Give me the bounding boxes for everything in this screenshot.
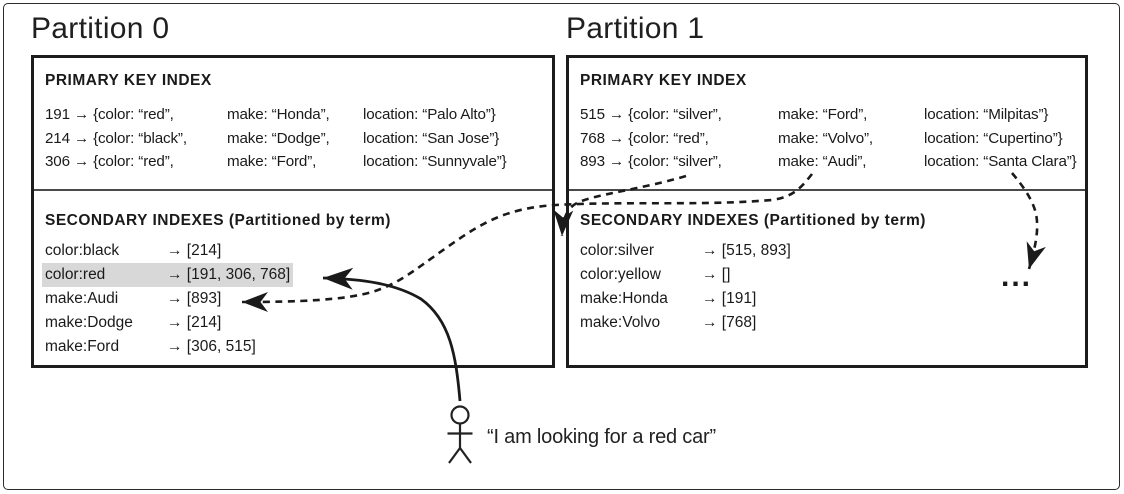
term-postings: → [515, 893]	[702, 242, 791, 259]
highlighted-term-row: color:red → [191, 306, 768]	[45, 263, 544, 287]
term-label: color:silver	[580, 242, 655, 259]
term-label: color:yellow	[580, 266, 661, 283]
row-key: 306 → {color: “red”,	[45, 153, 174, 170]
term-postings: → [214]	[167, 314, 222, 331]
row-key: 515 → {color: “silver”,	[580, 106, 722, 123]
term-row: make:Audi → [893]	[45, 287, 544, 311]
partition-0-box: PRIMARY KEY INDEX 191 → {color: “red”, ma…	[31, 55, 555, 368]
secondary-index-heading: SECONDARY INDEXES (Partitioned by term)	[45, 212, 391, 229]
row-make: make: “Ford”,	[227, 153, 317, 170]
row-location: location: “San Jose”}	[363, 129, 500, 147]
term-postings: → [893]	[167, 290, 222, 307]
row-location: location: “Sunnyvale”}	[363, 153, 507, 170]
term-postings: → [191, 306, 768]	[167, 266, 291, 283]
query-quote: “I am looking for a red car”	[487, 426, 716, 448]
primary-row: 893 → {color: “silver”, make: “Audi”, loca…	[580, 150, 1077, 174]
row-location: location: “Milpitas”}	[924, 106, 1049, 123]
term-postings: → [191]	[702, 290, 757, 307]
term-label: make:Volvo	[580, 314, 661, 331]
partition-0-secondary-index-section: SECONDARY INDEXES (Partitioned by term) …	[34, 191, 552, 359]
secondary-index-heading: SECONDARY INDEXES (Partitioned by term)	[580, 212, 926, 229]
term-row: make:Volvo → [768]	[580, 311, 1077, 335]
other-partitions-ellipsis: ...	[1001, 260, 1033, 293]
primary-row: 768 → {color: “red”, make: “Volvo”, locati…	[580, 127, 1077, 151]
row-key: 893 → {color: “silver”,	[580, 153, 722, 170]
term-postings: → [214]	[167, 242, 222, 259]
partition-0-primary-index-section: PRIMARY KEY INDEX 191 → {color: “red”, ma…	[34, 58, 552, 191]
partition-1-box: PRIMARY KEY INDEX 515 → {color: “silver”…	[566, 55, 1088, 368]
primary-index-heading: PRIMARY KEY INDEX	[580, 72, 747, 89]
row-make: make: “Honda”,	[227, 106, 330, 123]
row-key: 768 → {color: “red”,	[580, 129, 709, 147]
row-location: location: “Palo Alto”}	[363, 106, 496, 123]
row-make: make: “Dodge”,	[227, 129, 330, 147]
primary-row: 306 → {color: “red”, make: “Ford”, locatio…	[45, 150, 544, 174]
row-key: 191 → {color: “red”,	[45, 106, 174, 123]
row-make: make: “Audi”,	[778, 153, 867, 170]
partition-1-title: Partition 1	[566, 12, 705, 45]
partition-0-title: Partition 0	[31, 12, 170, 45]
primary-row: 191 → {color: “red”, make: “Honda”, locati…	[45, 103, 544, 127]
row-location: location: “Cupertino”}	[924, 129, 1063, 147]
term-label: make:Dodge	[45, 314, 133, 331]
primary-row: 515 → {color: “silver”, make: “Ford”, loca…	[580, 103, 1077, 127]
row-key: 214 → {color: “black”,	[45, 129, 187, 147]
term-row: make:Ford → [306, 515]	[45, 335, 544, 359]
term-postings: → [306, 515]	[167, 338, 256, 355]
primary-index-heading: PRIMARY KEY INDEX	[45, 72, 212, 89]
term-label: make:Ford	[45, 338, 120, 355]
primary-row: 214 → {color: “black”, make: “Dodge”, loca…	[45, 127, 544, 151]
term-postings: → [768]	[702, 314, 757, 331]
term-row: make:Dodge → [214]	[45, 311, 544, 335]
row-location: location: “Santa Clara”}	[924, 153, 1077, 170]
term-label: color:red	[45, 266, 106, 283]
row-make: make: “Volvo”,	[778, 129, 873, 147]
outer-frame	[3, 3, 1120, 490]
term-postings: → []	[702, 266, 731, 283]
term-label: color:black	[45, 242, 120, 259]
row-make: make: “Ford”,	[778, 106, 868, 123]
term-row: color:black → [214]	[45, 239, 544, 263]
partition-1-primary-index-section: PRIMARY KEY INDEX 515 → {color: “silver”…	[569, 58, 1085, 191]
term-label: make:Honda	[580, 290, 668, 307]
term-label: make:Audi	[45, 290, 119, 307]
